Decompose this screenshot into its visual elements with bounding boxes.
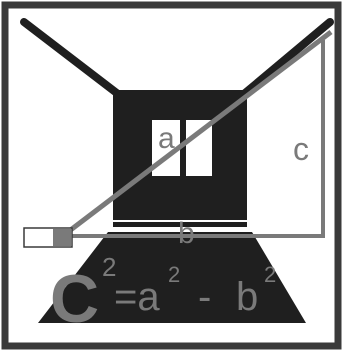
formula-minus: - [198,275,211,319]
ceiling-line-left [20,18,122,98]
formula-a-exponent: 2 [168,262,180,287]
formula-equals-a: =a [114,275,160,319]
label-c: c [293,131,309,167]
label-b: b [178,217,195,250]
ceiling-line-right [240,18,334,98]
formula-c: C [50,261,99,337]
corner-marker-fill [53,229,71,246]
side-a-hypotenuse [58,30,333,240]
formula-b: b [236,275,258,319]
window-mullion [180,120,186,176]
formula-c-exponent: 2 [102,252,116,282]
formula-b-exponent: 2 [264,262,276,287]
floor-edge [113,222,247,227]
floor [38,232,306,323]
label-a: a [158,122,175,155]
